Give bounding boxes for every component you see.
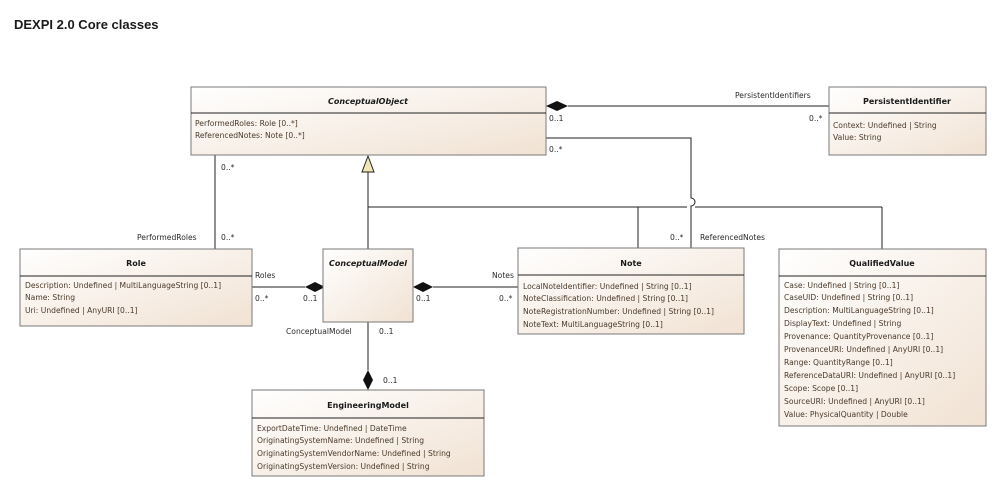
class-attribute: DisplayText: Undefined | String <box>784 319 901 328</box>
persistent-identifiers-label: PersistentIdentifiers <box>735 91 811 100</box>
roles-diamond <box>305 282 325 292</box>
diagram-title: DEXPI 2.0 Core classes <box>14 17 159 32</box>
class-attribute: ExportDateTime: Undefined | DateTime <box>257 424 407 433</box>
class-engineering-model[interactable]: EngineeringModel ExportDateTime: Undefin… <box>251 389 485 477</box>
class-attribute: Value: PhysicalQuantity | Double <box>784 410 908 419</box>
connector-labels: PersistentIdentifiers 0..1 0..* 0..* 0..… <box>137 91 823 385</box>
generalization-triangle <box>361 154 375 173</box>
class-attribute: Scope: Scope [0..1] <box>784 384 858 393</box>
note-ref-multiplicity: 0..* <box>670 233 684 242</box>
class-role[interactable]: Role Description: Undefined | MultiLangu… <box>19 248 253 327</box>
class-name: EngineeringModel <box>327 401 409 410</box>
class-attribute: Range: QuantityRange [0..1] <box>784 358 893 367</box>
pi-multiplicity: 0..* <box>809 114 823 123</box>
class-attribute: OriginatingSystemVendorName: Undefined |… <box>257 449 451 458</box>
class-conceptual-object[interactable]: ConceptualObject PerformedRoles: Role [0… <box>190 86 547 156</box>
conceptual-model-label: ConceptualModel <box>286 327 352 336</box>
class-name: ConceptualModel <box>329 259 407 268</box>
notes-diamond <box>413 282 433 292</box>
class-name: Role <box>126 259 146 268</box>
class-attribute: ReferenceDataURI: Undefined | AnyURI [0.… <box>784 371 955 380</box>
class-attribute: Case: Undefined | String [0..1] <box>784 281 899 290</box>
class-note[interactable]: Note LocalNoteIdentifier: Undefined | St… <box>517 247 745 335</box>
class-attribute: OriginatingSystemVersion: Undefined | St… <box>257 462 430 471</box>
class-attribute: OriginatingSystemName: Undefined | Strin… <box>257 436 424 445</box>
performed-roles-label: PerformedRoles <box>137 233 197 242</box>
class-attribute: Description: Undefined | MultiLanguageSt… <box>25 281 221 290</box>
em-cm-multiplicity: 0..1 <box>383 376 398 385</box>
co-pi-multiplicity: 0..1 <box>549 114 564 123</box>
roles-label: Roles <box>255 271 275 280</box>
connectors <box>214 101 883 390</box>
class-attribute: PerformedRoles: Role [0..*] <box>195 119 298 128</box>
class-attribute: CaseUID: Undefined | String [0..1] <box>784 293 913 302</box>
class-name: QualifiedValue <box>849 259 915 268</box>
class-name: Note <box>620 259 642 268</box>
class-attribute: Provenance: QuantityProvenance [0..1] <box>784 332 933 341</box>
class-attribute: ReferencedNotes: Note [0..*] <box>195 131 305 140</box>
composition-diamond <box>546 101 568 111</box>
note-multiplicity: 0..* <box>499 294 513 303</box>
cm-notes-multiplicity: 0..1 <box>416 294 431 303</box>
class-attribute: NoteClassification: Undefined | String [… <box>523 294 688 303</box>
class-attribute: ProvenanceURI: Undefined | AnyURI [0..1] <box>784 345 943 354</box>
class-name: PersistentIdentifier <box>863 97 951 106</box>
referenced-notes-label: ReferencedNotes <box>700 233 765 242</box>
co-performed-multiplicity: 0..* <box>221 163 235 172</box>
class-qualified-value[interactable]: QualifiedValue Case: Undefined | String … <box>778 248 987 427</box>
notes-label: Notes <box>492 271 514 280</box>
role-performed-multiplicity: 0..* <box>221 233 235 242</box>
cm-em-multiplicity: 0..1 <box>379 327 394 336</box>
class-conceptual-model[interactable]: ConceptualModel <box>322 248 414 323</box>
class-attribute: Name: String <box>25 293 75 302</box>
class-persistent-identifier[interactable]: PersistentIdentifier Context: Undefined … <box>828 86 987 156</box>
class-attribute: NoteRegistrationNumber: Undefined | Stri… <box>523 307 714 316</box>
cm-roles-multiplicity: 0..1 <box>303 294 318 303</box>
class-attribute: Context: Undefined | String <box>833 121 937 130</box>
role-multiplicity: 0..* <box>255 294 269 303</box>
class-name: ConceptualObject <box>328 97 409 106</box>
class-attribute: Uri: Undefined | AnyURI [0..1] <box>25 306 138 315</box>
class-attribute: LocalNoteIdentifier: Undefined | String … <box>523 282 692 291</box>
co-refnotes-multiplicity: 0..* <box>549 145 563 154</box>
class-attribute: SourceURI: Undefined | AnyURI [0..1] <box>784 397 925 406</box>
class-attribute: NoteText: MultiLanguageString [0..1] <box>523 320 663 329</box>
class-attribute: Value: String <box>833 133 882 142</box>
class-attribute: Description: MultiLanguageString [0..1] <box>784 306 934 315</box>
referenced-notes-connector <box>546 137 696 248</box>
engineering-model-diamond <box>363 370 373 390</box>
